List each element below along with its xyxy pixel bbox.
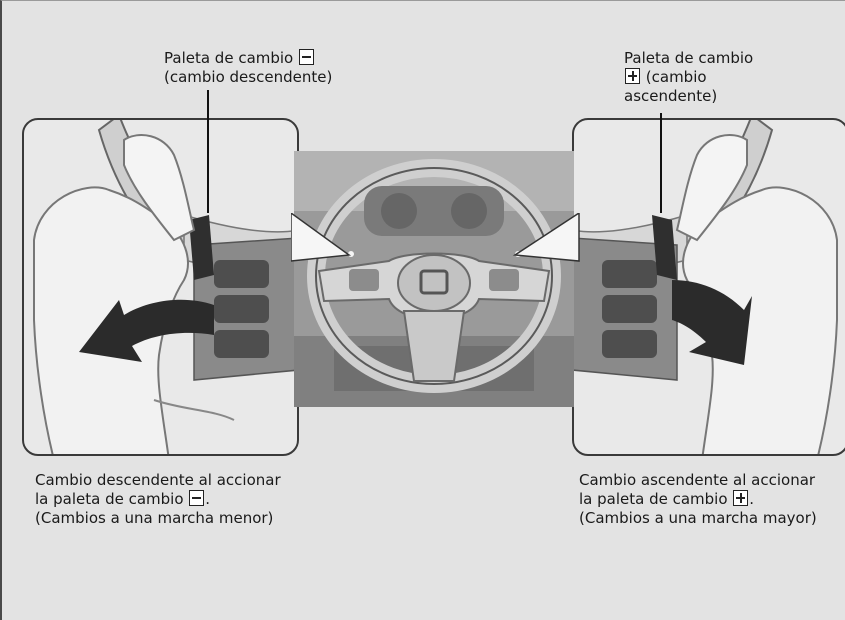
upshift-caption-line2: la paleta de cambio [579,490,728,508]
upshift-illustration-panel [572,118,845,456]
downshift-paddle-label-line2: (cambio descendente) [164,68,333,86]
upshift-paddle-label-line3: ascendente) [624,87,718,105]
upshift-caption: Cambio ascendente al accionar la paleta … [579,471,817,528]
upshift-caption-period: . [749,490,755,508]
downshift-leader-line [207,90,209,213]
upshift-paddle-label-line2: (cambio [645,68,707,86]
downshift-hand-illustration [33,120,297,454]
curved-arrow-left-icon [79,299,214,362]
upshift-caption-line3: (Cambios a una marcha mayor) [579,509,817,527]
downshift-caption-line2: la paleta de cambio [35,490,184,508]
downshift-caption-line1: Cambio descendente al accionar [35,471,281,489]
downshift-caption-period: . [205,490,211,508]
curved-arrow-right-icon [672,280,752,365]
minus-box-icon [189,490,205,506]
downshift-caption-line3: (Cambios a una marcha menor) [35,509,274,527]
upshift-paddle-label-line1: Paleta de cambio [624,49,754,67]
downshift-paddle-label-line1: Paleta de cambio [164,49,294,67]
upshift-paddle-label: Paleta de cambio (cambio ascendente) [624,49,753,106]
plus-box-icon [733,490,749,506]
downshift-illustration-panel [22,118,299,456]
upshift-hand-illustration [574,120,838,454]
callout-connectors [291,213,580,262]
plus-box-icon [625,68,640,84]
upshift-caption-line1: Cambio ascendente al accionar [579,471,816,489]
downshift-caption: Cambio descendente al accionar la paleta… [35,471,281,528]
minus-box-icon [299,49,315,65]
upshift-leader-line [660,113,662,213]
steering-wheel-photo [294,151,574,407]
downshift-paddle-label: Paleta de cambio (cambio descendente) [164,49,332,87]
